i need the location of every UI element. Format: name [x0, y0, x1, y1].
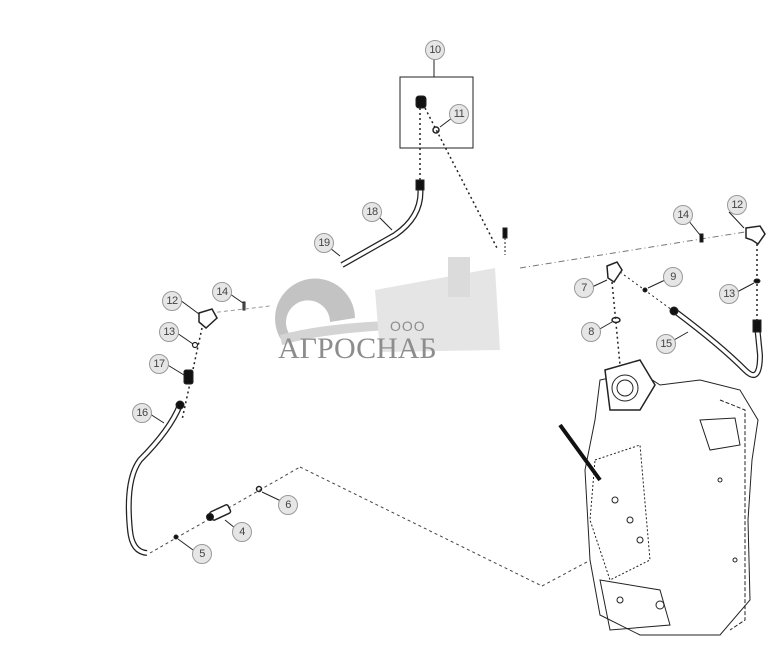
callout-10: 10: [425, 40, 445, 60]
part-12-elbow-right: [745, 225, 766, 246]
part-18-fitting: [183, 369, 194, 385]
callout-6: 6: [278, 495, 298, 515]
part-13-oring-left: [191, 341, 199, 349]
callout-17: 18: [362, 202, 382, 222]
hose-16: [125, 403, 183, 556]
transmission-housing: [558, 359, 759, 636]
callout-19: 19: [314, 233, 334, 253]
callout-11: 11: [449, 104, 469, 124]
watermark-prefix: ООО: [390, 318, 426, 334]
callout-4: 4: [232, 522, 252, 542]
fitting-in-box: [415, 95, 427, 109]
part-11-oring: [432, 126, 440, 134]
part-12-elbow-left: [198, 308, 218, 330]
watermark-brand: АГРОСНАБ: [278, 332, 437, 365]
callout-12-right: 12: [727, 195, 747, 215]
callout-7: 7: [574, 278, 594, 298]
callout-16: 16: [132, 403, 152, 423]
callout-15: 15: [656, 334, 676, 354]
callout-8: 8: [581, 322, 601, 342]
watermark-logo: [275, 257, 500, 352]
callout-12-left: 12: [162, 291, 182, 311]
callout-14-right: 14: [673, 205, 693, 225]
part-7-fitting: [606, 261, 623, 284]
callout-14-left: 14: [212, 282, 232, 302]
part-4-adapter: [206, 504, 232, 521]
callout-18: 17: [149, 354, 169, 374]
callout-5: 5: [192, 544, 212, 564]
callout-13-right: 13: [719, 284, 739, 304]
detail-box: [399, 76, 474, 149]
callout-9: 9: [663, 267, 683, 287]
callout-13-left: 13: [159, 322, 179, 342]
